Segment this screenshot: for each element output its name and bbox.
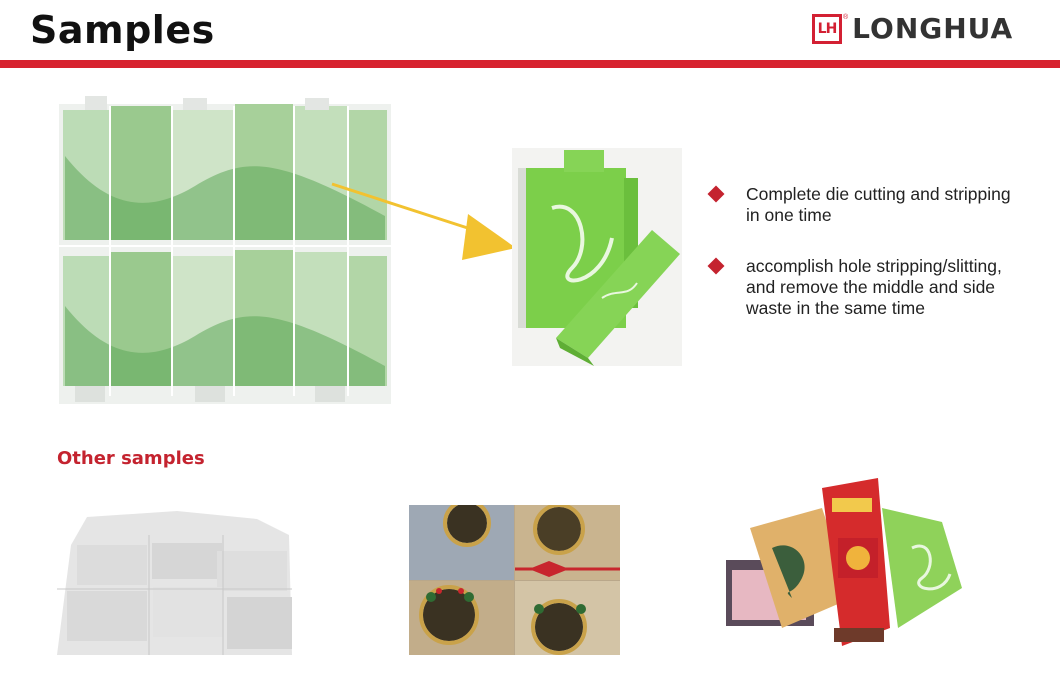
finished-box-photo	[512, 148, 682, 366]
mixed-cartons-photo	[722, 478, 964, 662]
feature-list: Complete die cutting and stripping in on…	[706, 184, 1046, 319]
feature-text: accomplish hole stripping/slitting, and …	[746, 256, 1002, 318]
diamond-bullet-icon	[707, 185, 725, 203]
page-title: Samples	[30, 8, 215, 52]
holiday-cartons-photo	[409, 505, 620, 655]
stripped-sheet-photo	[55, 96, 395, 418]
feature-item: accomplish hole stripping/slitting, and …	[706, 256, 1046, 319]
feature-item: Complete die cutting and stripping in on…	[706, 184, 1046, 226]
registered-mark: ®	[843, 14, 849, 21]
white-cartons-photo	[57, 505, 292, 655]
diamond-bullet-icon	[707, 257, 725, 275]
longhua-logo-icon: LH	[812, 14, 842, 44]
logo-wordmark: LONGHUA	[852, 12, 1014, 45]
longhua-logo: LH ® LONGHUA	[812, 14, 1013, 44]
feature-text: Complete die cutting and stripping in on…	[746, 184, 1011, 225]
other-samples-heading: Other samples	[57, 448, 205, 469]
arrow-pointer-icon	[331, 182, 516, 260]
header-divider	[0, 60, 1060, 68]
